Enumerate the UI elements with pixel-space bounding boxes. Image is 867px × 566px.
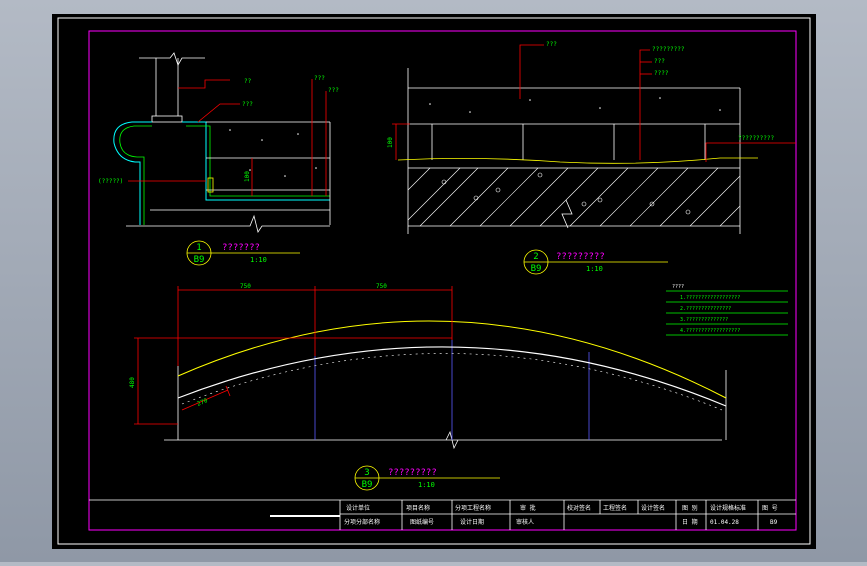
title-cell: 日 期 xyxy=(682,518,698,526)
title-cell: 校对签名 xyxy=(567,504,591,512)
break-line-bottom xyxy=(126,214,330,233)
dim-label: 750 xyxy=(240,283,251,290)
concrete-hatch xyxy=(407,167,741,227)
dim-ext xyxy=(225,385,231,397)
callout-text: ?? xyxy=(244,78,252,85)
notes-item: 3.?????????????? xyxy=(680,317,728,323)
title-cell: B9 xyxy=(770,519,778,526)
title-cell: 图 别 xyxy=(682,504,698,512)
detail-scale: 1:10 xyxy=(250,256,267,264)
step-body-inner xyxy=(186,125,330,197)
callout-text: ?????????? xyxy=(738,135,775,142)
detail-title: ??????? xyxy=(222,243,260,253)
aggregate-marks xyxy=(441,172,691,215)
sealant-mark xyxy=(207,177,214,193)
detail-scale: 1:10 xyxy=(586,265,603,273)
paper-background xyxy=(52,14,816,549)
tile-dots xyxy=(429,97,721,113)
title-cell: 审 批 xyxy=(520,504,536,512)
dim-line-width xyxy=(181,389,229,411)
notes-heading: ???? xyxy=(672,284,684,290)
detail-sheet: B9 xyxy=(362,480,373,490)
detail-title: ????????? xyxy=(388,468,437,478)
title-cell: 图纸编号 xyxy=(410,518,434,526)
arch-bottom-curve xyxy=(177,346,727,407)
title-block xyxy=(89,499,796,530)
dim-label: 750 xyxy=(376,283,387,290)
title-cell: 01.04.28 xyxy=(710,519,739,526)
title-cell: 设计单位 xyxy=(346,504,370,512)
title-block-text: 设计单位 项目名称 分项工程名称 审 批 校对签名 工程签名 设计签名 图 别 … xyxy=(344,504,778,526)
title-cell: 设计规格标准 xyxy=(710,504,746,512)
notes-item: 4.?????????????????? xyxy=(680,328,740,334)
callout-text: ??? xyxy=(546,41,557,48)
callout-text: ??? xyxy=(314,75,325,82)
leader-5 xyxy=(705,142,796,162)
detail-number: 3 xyxy=(364,468,369,478)
callout-text: ??? xyxy=(328,87,339,94)
title-cell: 分项工程名称 xyxy=(455,504,491,512)
detail-number: 1 xyxy=(196,243,201,253)
detail-scale: 1:10 xyxy=(418,481,435,489)
break-mark xyxy=(561,199,573,229)
grid-lines xyxy=(314,340,590,440)
step-body-outline xyxy=(182,121,330,201)
dim-label: 270 xyxy=(196,397,209,408)
callout-text: ??? xyxy=(654,58,665,65)
dim-100-label: 100 xyxy=(387,137,394,148)
detail-3-elevation: 750 750 480 270 xyxy=(129,283,727,450)
title-cell: 设计日期 xyxy=(460,518,484,526)
mortar-layer xyxy=(397,157,758,164)
title-cell: 项目名称 xyxy=(406,504,430,512)
notes-item: 1.?????????????????? xyxy=(680,295,740,301)
detail-sheet: B9 xyxy=(194,255,205,265)
break-line xyxy=(139,52,205,66)
leader-1 xyxy=(519,44,544,99)
title-cell: 审核人 xyxy=(516,518,534,526)
detail-title: ????????? xyxy=(556,252,605,262)
title-cell: 分项分部名称 xyxy=(344,518,380,526)
bullnose-inner xyxy=(119,125,152,225)
concrete-dots xyxy=(229,129,317,177)
outer-frame xyxy=(57,17,811,545)
leader-2 xyxy=(639,49,650,160)
callout-text: ???? xyxy=(654,70,669,77)
callout-text: ????????? xyxy=(652,46,685,53)
dim-label: 480 xyxy=(129,377,136,388)
leader-1 xyxy=(178,79,230,89)
detail-1-label: 1 B9 ??????? 1:10 xyxy=(186,240,300,266)
title-cell: 工程签名 xyxy=(603,504,627,512)
notes-item: 2.??????????????? xyxy=(680,306,731,312)
bullnose-edge xyxy=(113,121,152,225)
detail-number: 2 xyxy=(533,252,538,262)
detail-3-label: 3 B9 ????????? 1:10 xyxy=(354,465,500,491)
detail-sheet: B9 xyxy=(531,264,542,274)
leader-2 xyxy=(197,103,240,123)
left-note: (?????) xyxy=(98,178,123,185)
callout-text: ??? xyxy=(242,101,253,108)
detail-2-section: ??? ????????? ??? ???? ?????????? 100 xyxy=(387,41,796,234)
dim-100-label: 100 xyxy=(244,171,251,182)
title-cell: 设计签名 xyxy=(641,504,665,512)
detail-2-label: 2 B9 ????????? 1:10 xyxy=(523,249,668,275)
arch-inner-curve xyxy=(181,353,723,411)
post-cap xyxy=(151,115,183,123)
detail-1-section: ?? ??? ??? ??? (?????) 100 xyxy=(98,52,339,233)
title-cell: 图 号 xyxy=(762,505,778,512)
notes-block: ???? 1.?????????????????? 2.????????????… xyxy=(666,284,788,336)
drawing-border xyxy=(88,30,797,531)
